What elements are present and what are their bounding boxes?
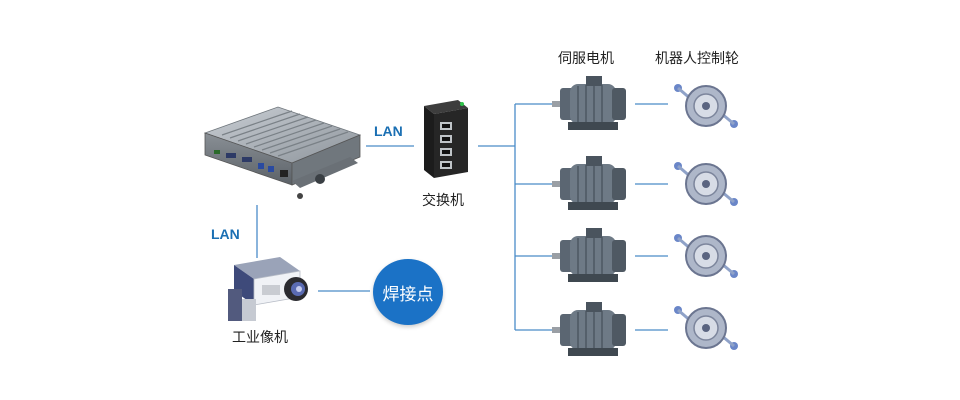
servo-motor-header: 伺服电机 bbox=[558, 51, 614, 67]
robot-wheel-icon bbox=[674, 84, 738, 128]
robot-wheel-4 bbox=[668, 300, 744, 360]
weld-point-label: 焊接点 bbox=[382, 284, 434, 305]
robot-wheel-1 bbox=[668, 78, 744, 138]
lan-label-left: LAN bbox=[211, 226, 240, 242]
industrial-pc-icon bbox=[203, 106, 362, 199]
industrial-camera-icon bbox=[228, 257, 308, 321]
robot-wheel-3 bbox=[668, 228, 744, 288]
servo-motor-icon bbox=[552, 228, 626, 282]
weld-point-badge: 焊接点 bbox=[373, 259, 443, 325]
switch-label: 交换机 bbox=[422, 193, 464, 209]
robot-wheel-header: 机器人控制轮 bbox=[655, 51, 739, 67]
servo-motor-1 bbox=[552, 74, 632, 138]
servo-motor-icon bbox=[552, 156, 626, 210]
lan-label-top: LAN bbox=[374, 123, 403, 139]
servo-motor-4 bbox=[552, 300, 632, 364]
robot-wheel-2 bbox=[668, 156, 744, 216]
servo-motor-icon bbox=[552, 302, 626, 356]
servo-motor-3 bbox=[552, 226, 632, 290]
servo-motor-icon bbox=[552, 76, 626, 130]
servo-motor-2 bbox=[552, 154, 632, 218]
robot-wheel-icon bbox=[674, 306, 738, 350]
camera-label: 工业像机 bbox=[232, 330, 288, 346]
robot-wheel-icon bbox=[674, 162, 738, 206]
robot-wheel-icon bbox=[674, 234, 738, 278]
network-switch-icon bbox=[424, 100, 468, 178]
